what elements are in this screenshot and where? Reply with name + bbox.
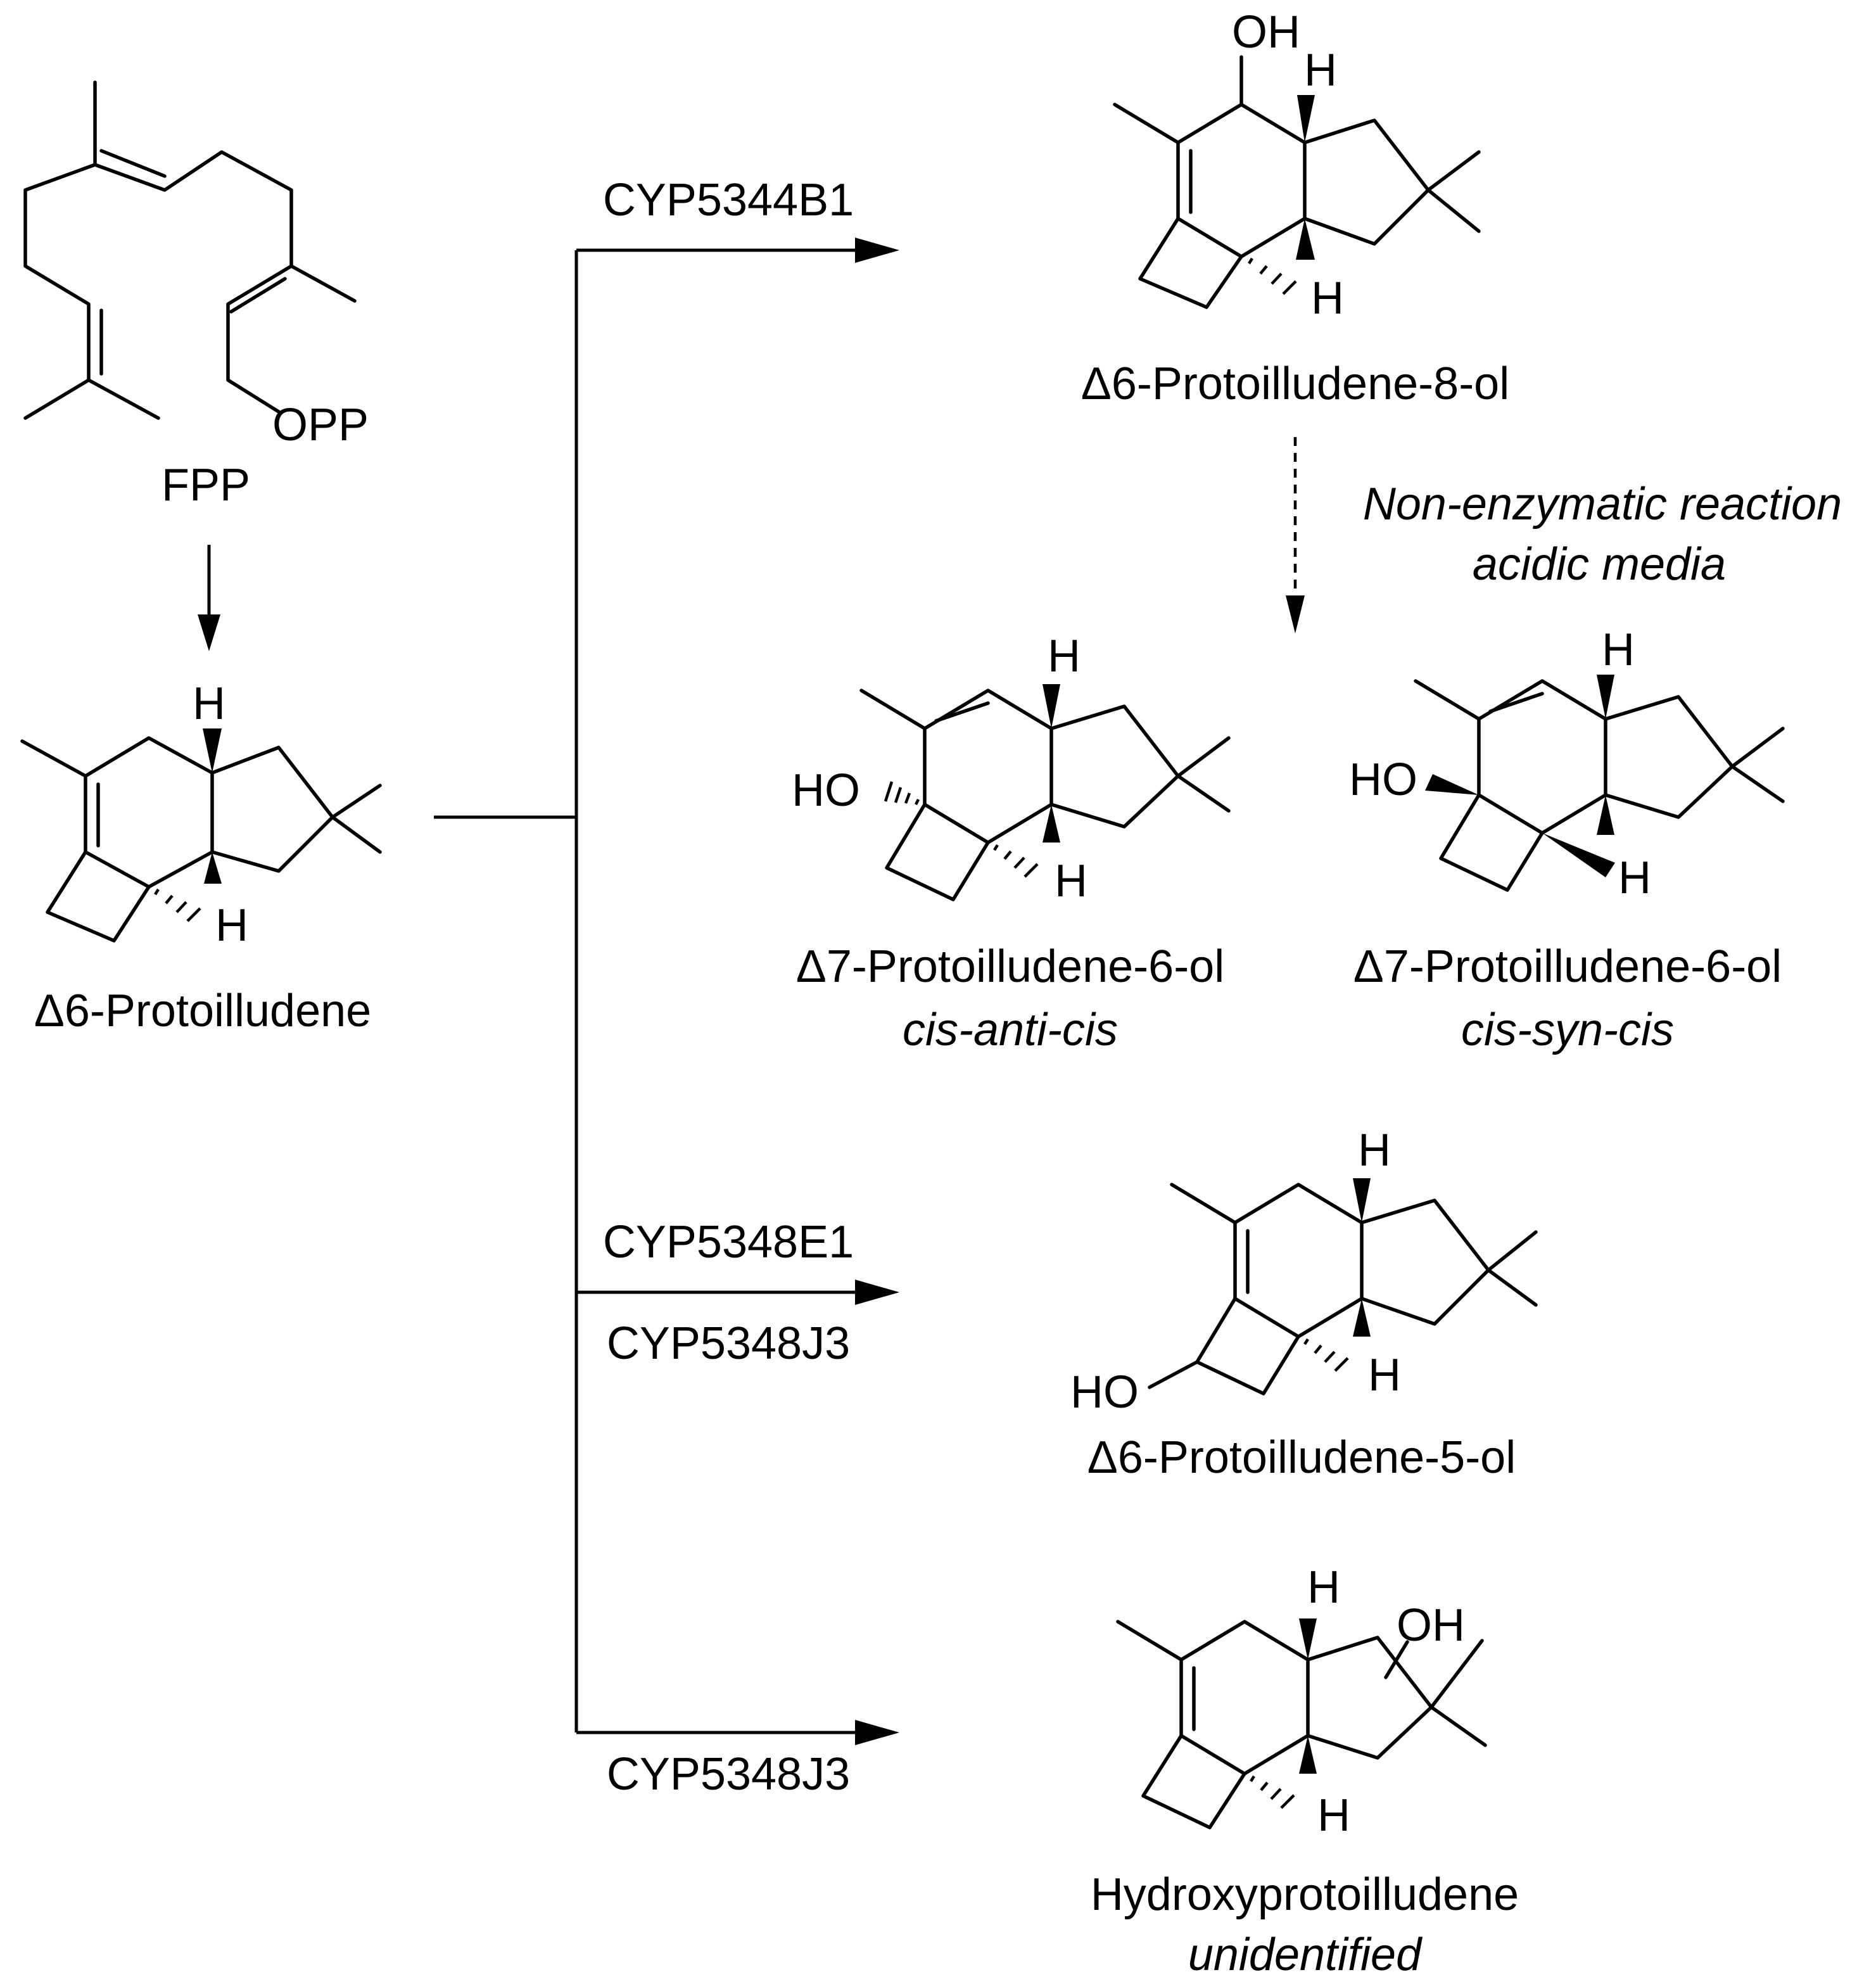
- protoilludene-6-ol-syn-name: Δ7-Protoilludene-6-ol: [1353, 941, 1782, 992]
- hydroxyprotoilludene-h-top: H: [1307, 1562, 1340, 1613]
- protoilludene-6-ol-anti-ho: HO: [792, 765, 860, 816]
- condition-line-2: acidic media: [1473, 539, 1726, 590]
- non-enzymatic-arrow: [1286, 437, 1305, 633]
- protoilludene-5-ol-name: Δ6-Protoilludene-5-ol: [1087, 1432, 1516, 1483]
- protoilludene-8-ol-name: Δ6-Protoilludene-8-ol: [1081, 359, 1509, 409]
- fpp-name: FPP: [162, 460, 250, 511]
- protoilludene-8-ol-h-top: H: [1304, 45, 1337, 96]
- protoilludene-5-ol-h-top: H: [1358, 1125, 1391, 1176]
- enzyme-label-cyp5348j3-b: CYP5348J3: [607, 1749, 850, 1800]
- protoilludene-6-ol-anti-h-bottom: H: [1055, 856, 1087, 906]
- hydroxyprotoilludene-note: unidentified: [1188, 1930, 1423, 1980]
- protoilludene-6-ol-anti-structure: HO H H Δ7-Protoilludene-6-ol cis-anti-ci…: [792, 631, 1231, 1055]
- fpp-to-protoilludene-arrow: [198, 545, 220, 651]
- condition-line-1: Non-enzymatic reaction: [1363, 479, 1842, 530]
- hydroxyprotoilludene-structure: OH H H Hydroxyprotoilludene unidentified: [1091, 1562, 1519, 1980]
- protoilludene-6-ol-syn-h-bottom: H: [1618, 853, 1651, 903]
- protoilludene-5-ol-h-bottom: H: [1368, 1350, 1401, 1401]
- enzyme-label-cyp5348j3-a: CYP5348J3: [607, 1318, 850, 1369]
- protoilludene-6-ol-anti-name: Δ7-Protoilludene-6-ol: [796, 941, 1224, 992]
- enzyme-label-cyp5348e1: CYP5348E1: [603, 1217, 854, 1268]
- protoilludene-6-ol-syn-ho: HO: [1349, 754, 1417, 805]
- fpp-opp-label: OPP: [272, 400, 369, 450]
- protoilludene-6-ol-anti-h-top: H: [1048, 631, 1081, 682]
- protoilludene-name: Δ6-Protoilludene: [34, 986, 371, 1036]
- protoilludene-8-ol-structure: OH H H Δ6-Protoilludene-8-ol: [1081, 7, 1509, 409]
- fpp-structure: OPP FPP: [23, 80, 369, 511]
- protoilludene-structure: H H Δ6-Protoilludene: [20, 678, 382, 1036]
- protoilludene-8-ol-h-bottom: H: [1311, 273, 1344, 324]
- hydroxyprotoilludene-name: Hydroxyprotoilludene: [1091, 1869, 1519, 1920]
- protoilludene-6-ol-syn-structure: HO H H Δ7-Protoilludene-6-ol cis-syn-cis: [1349, 625, 1785, 1055]
- protoilludene-8-ol-oh: OH: [1232, 7, 1300, 58]
- protoilludene-h-bottom: H: [215, 900, 248, 951]
- protoilludene-5-ol-ho: HO: [1070, 1367, 1139, 1418]
- branch-lines: [434, 238, 899, 1745]
- protoilludene-5-ol-structure: HO H H Δ6-Protoilludene-5-ol: [1070, 1125, 1538, 1483]
- protoilludene-h-top: H: [193, 678, 225, 729]
- hydroxyprotoilludene-h-bottom: H: [1317, 1790, 1350, 1841]
- enzyme-label-cyp5344b1: CYP5344B1: [603, 175, 854, 226]
- hydroxyprotoilludene-oh: OH: [1397, 1600, 1465, 1651]
- protoilludene-6-ol-anti-stereo: cis-anti-cis: [903, 1005, 1118, 1055]
- protoilludene-6-ol-syn-stereo: cis-syn-cis: [1461, 1005, 1674, 1055]
- protoilludene-6-ol-syn-h-top: H: [1602, 625, 1635, 675]
